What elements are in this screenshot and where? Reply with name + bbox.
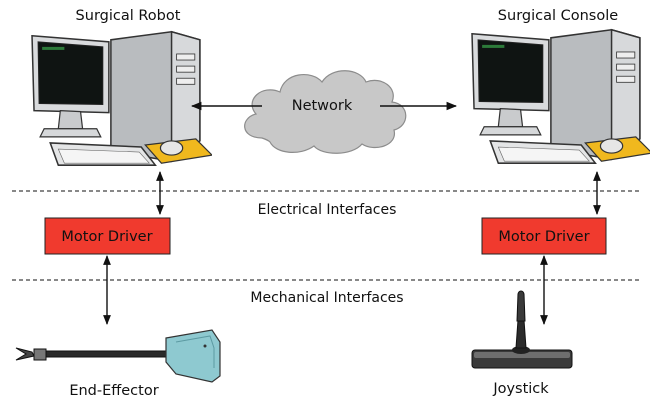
- cloud-icon: [244, 70, 407, 154]
- surgical-console-computer: [471, 28, 650, 164]
- network-label: Network: [292, 98, 353, 114]
- desktop-computer-icon: [31, 30, 212, 166]
- desktop-computer-icon: [471, 28, 650, 164]
- surgical-robot-label: Surgical Robot: [76, 8, 181, 24]
- right-motor-driver-box: [481, 217, 607, 255]
- joystick-icon: [471, 290, 573, 369]
- surgical-instrument-icon: [15, 329, 221, 383]
- electrical-interfaces-label: Electrical Interfaces: [258, 202, 397, 218]
- right-motor-driver-label: Motor Driver: [498, 229, 589, 245]
- joystick-label: Joystick: [492, 381, 549, 397]
- surgical-robot-computer: [31, 30, 212, 166]
- left-motor-driver-box: [44, 217, 171, 255]
- end-effector-label: End-Effector: [69, 383, 158, 399]
- mechanical-interfaces-label: Mechanical Interfaces: [250, 290, 403, 306]
- network-cloud: [244, 70, 407, 154]
- surgical-console-label: Surgical Console: [498, 8, 618, 24]
- left-motor-driver-label: Motor Driver: [61, 229, 152, 245]
